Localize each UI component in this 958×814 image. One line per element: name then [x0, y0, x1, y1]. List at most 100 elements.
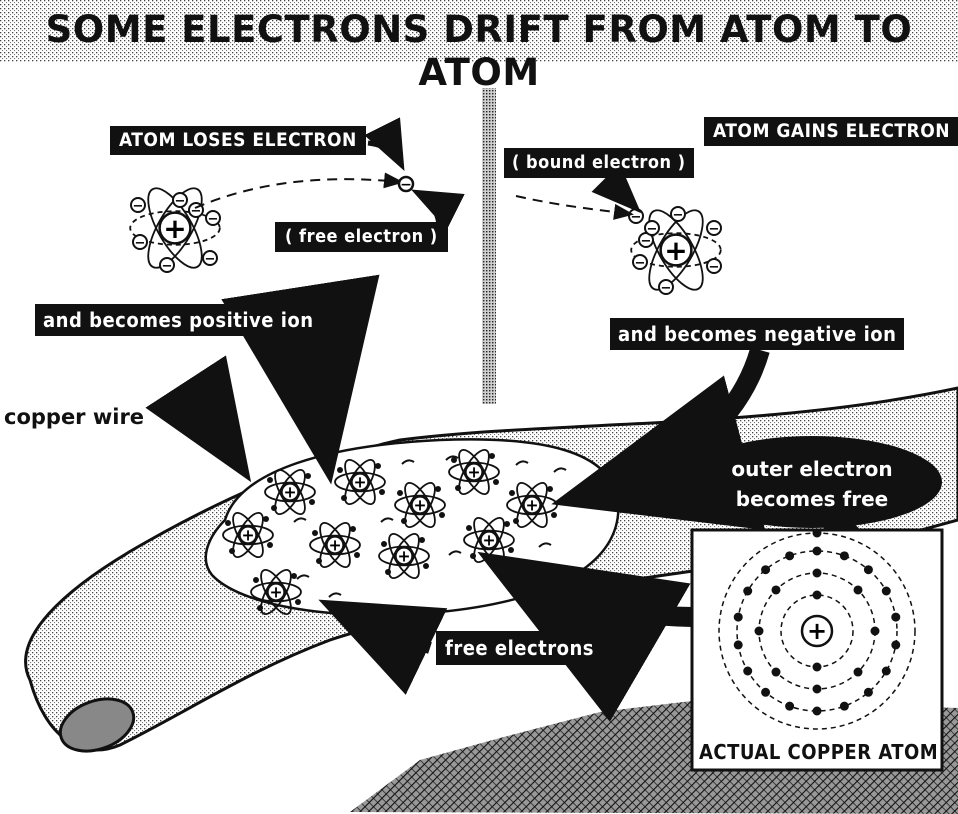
shell-electron: [813, 685, 822, 694]
wire-atom-electron: [439, 512, 445, 518]
arrow-copper-wire: [178, 424, 238, 462]
shell-electron: [813, 707, 822, 716]
electron-minus-sign: −: [709, 222, 720, 237]
wire-atom-electron: [489, 453, 495, 459]
wire-atom-electron: [379, 489, 385, 495]
label-negative-ion: and becomes negative ion: [610, 318, 904, 350]
wire-atom-electron: [341, 495, 347, 501]
wire-atom-electron: [466, 525, 472, 531]
center-divider: [482, 88, 496, 404]
shell-electron: [882, 587, 891, 596]
wire-atom-electron: [350, 526, 356, 532]
shell-electron: [864, 565, 873, 574]
nucleus-plus-sign: +: [467, 463, 480, 481]
electron-minus-sign: −: [135, 236, 146, 251]
wire-atom-electron: [229, 548, 235, 554]
electron-minus-sign: −: [647, 222, 658, 237]
nucleus-plus-sign: +: [269, 583, 282, 601]
nucleus-plus-sign: +: [241, 526, 254, 544]
nucleus-plus-sign: +: [163, 212, 186, 245]
nucleus-plus-sign: +: [413, 496, 426, 514]
electron-minus-sign: −: [208, 212, 219, 227]
wire-atom-electron: [509, 490, 515, 496]
label-outer-electron-line1: outer electron: [683, 454, 941, 484]
wire-atom-electron: [455, 485, 461, 491]
shell-electron: [871, 627, 880, 636]
nucleus-plus-sign: +: [353, 473, 366, 491]
nucleus-plus-sign: +: [525, 496, 538, 514]
atom-losing-electron: +−−−−−−−: [130, 181, 220, 275]
electron-minus-sign: −: [709, 260, 720, 275]
shell-electron: [840, 551, 849, 560]
wire-atom-electron: [435, 486, 441, 492]
shell-electron: [785, 702, 794, 711]
shell-electron: [813, 529, 822, 538]
wire-atom-electron: [309, 499, 315, 505]
shell-electron: [882, 667, 891, 676]
shell-electron: [813, 663, 822, 672]
nucleus-plus-sign: +: [664, 234, 687, 267]
free-electron-path: [195, 179, 400, 208]
shell-electron: [864, 688, 873, 697]
shell-electron: [755, 627, 764, 636]
wire-atom-electron: [504, 521, 510, 527]
label-outer-electron: outer electron becomes free: [683, 454, 941, 514]
wire-atom-electron: [381, 541, 387, 547]
wire-atom-electron: [312, 530, 318, 536]
wire-atom-electron: [397, 490, 403, 496]
shell-electron: [840, 702, 849, 711]
label-atom-loses-electron: ATOM LOSES ELECTRON: [110, 126, 366, 155]
electron-minus-sign: −: [162, 259, 173, 274]
shell-electron: [854, 585, 863, 594]
electron-minus-sign: −: [635, 256, 646, 271]
wire-atom-electron: [271, 505, 277, 511]
label-free-electrons: free electrons: [436, 631, 603, 665]
copper-atom-box: [692, 530, 942, 770]
shell-electron: [743, 667, 752, 676]
label-bound-electron: ( bound electron ): [504, 148, 694, 178]
electron-minus-sign: −: [631, 210, 642, 225]
wire-atom-electron: [257, 605, 263, 611]
electron-minus-sign: −: [175, 194, 186, 209]
wire-atom-electron: [267, 477, 273, 483]
arrow-bound-electron: [618, 176, 634, 206]
shell-electron: [771, 668, 780, 677]
shell-electron: [891, 640, 900, 649]
shell-electron: [813, 591, 822, 600]
label-free-electron: ( free electron ): [275, 222, 448, 252]
wire-atom-electron: [253, 577, 259, 583]
wire-atom-electron: [295, 599, 301, 605]
wire-atom-electron: [267, 542, 273, 548]
arrow-atom-loses: [368, 143, 400, 162]
page-title: SOME ELECTRONS DRIFT FROM ATOM TO ATOM: [0, 8, 958, 94]
nucleus-plus-sign: +: [482, 531, 495, 549]
label-actual-copper-atom: ACTUAL COPPER ATOM: [694, 738, 943, 766]
arrow-positive-ion: [252, 330, 325, 445]
shell-electron: [854, 668, 863, 677]
wire-atom-electron: [508, 547, 514, 553]
wire-atom-electron: [470, 553, 476, 559]
copper-nucleus-plus-sign: +: [807, 617, 827, 645]
shell-electron: [813, 569, 822, 578]
wire-atom-electron: [263, 516, 269, 522]
wire-atom-electron: [375, 463, 381, 469]
shell-electron: [734, 640, 743, 649]
bound-electron-path: [516, 196, 630, 214]
wire-atom-electron: [419, 537, 425, 543]
free-electron-minus: −: [400, 177, 412, 193]
shell-electron: [813, 547, 822, 556]
label-positive-ion: and becomes positive ion: [35, 304, 322, 336]
atom-gaining-electron: +−−−−−−−−: [629, 203, 721, 297]
nucleus-plus-sign: +: [283, 483, 296, 501]
wire-atom-electron: [547, 486, 553, 492]
shell-electron: [743, 587, 752, 596]
nucleus-plus-sign: +: [397, 547, 410, 565]
wire-atom-electron: [316, 558, 322, 564]
electron-minus-sign: −: [205, 252, 216, 267]
wire-atom-electron: [385, 569, 391, 575]
shell-electron: [785, 551, 794, 560]
label-outer-electron-line2: becomes free: [683, 484, 941, 514]
shell-electron: [734, 613, 743, 622]
wire-atom-electron: [423, 563, 429, 569]
shell-electron: [771, 585, 780, 594]
